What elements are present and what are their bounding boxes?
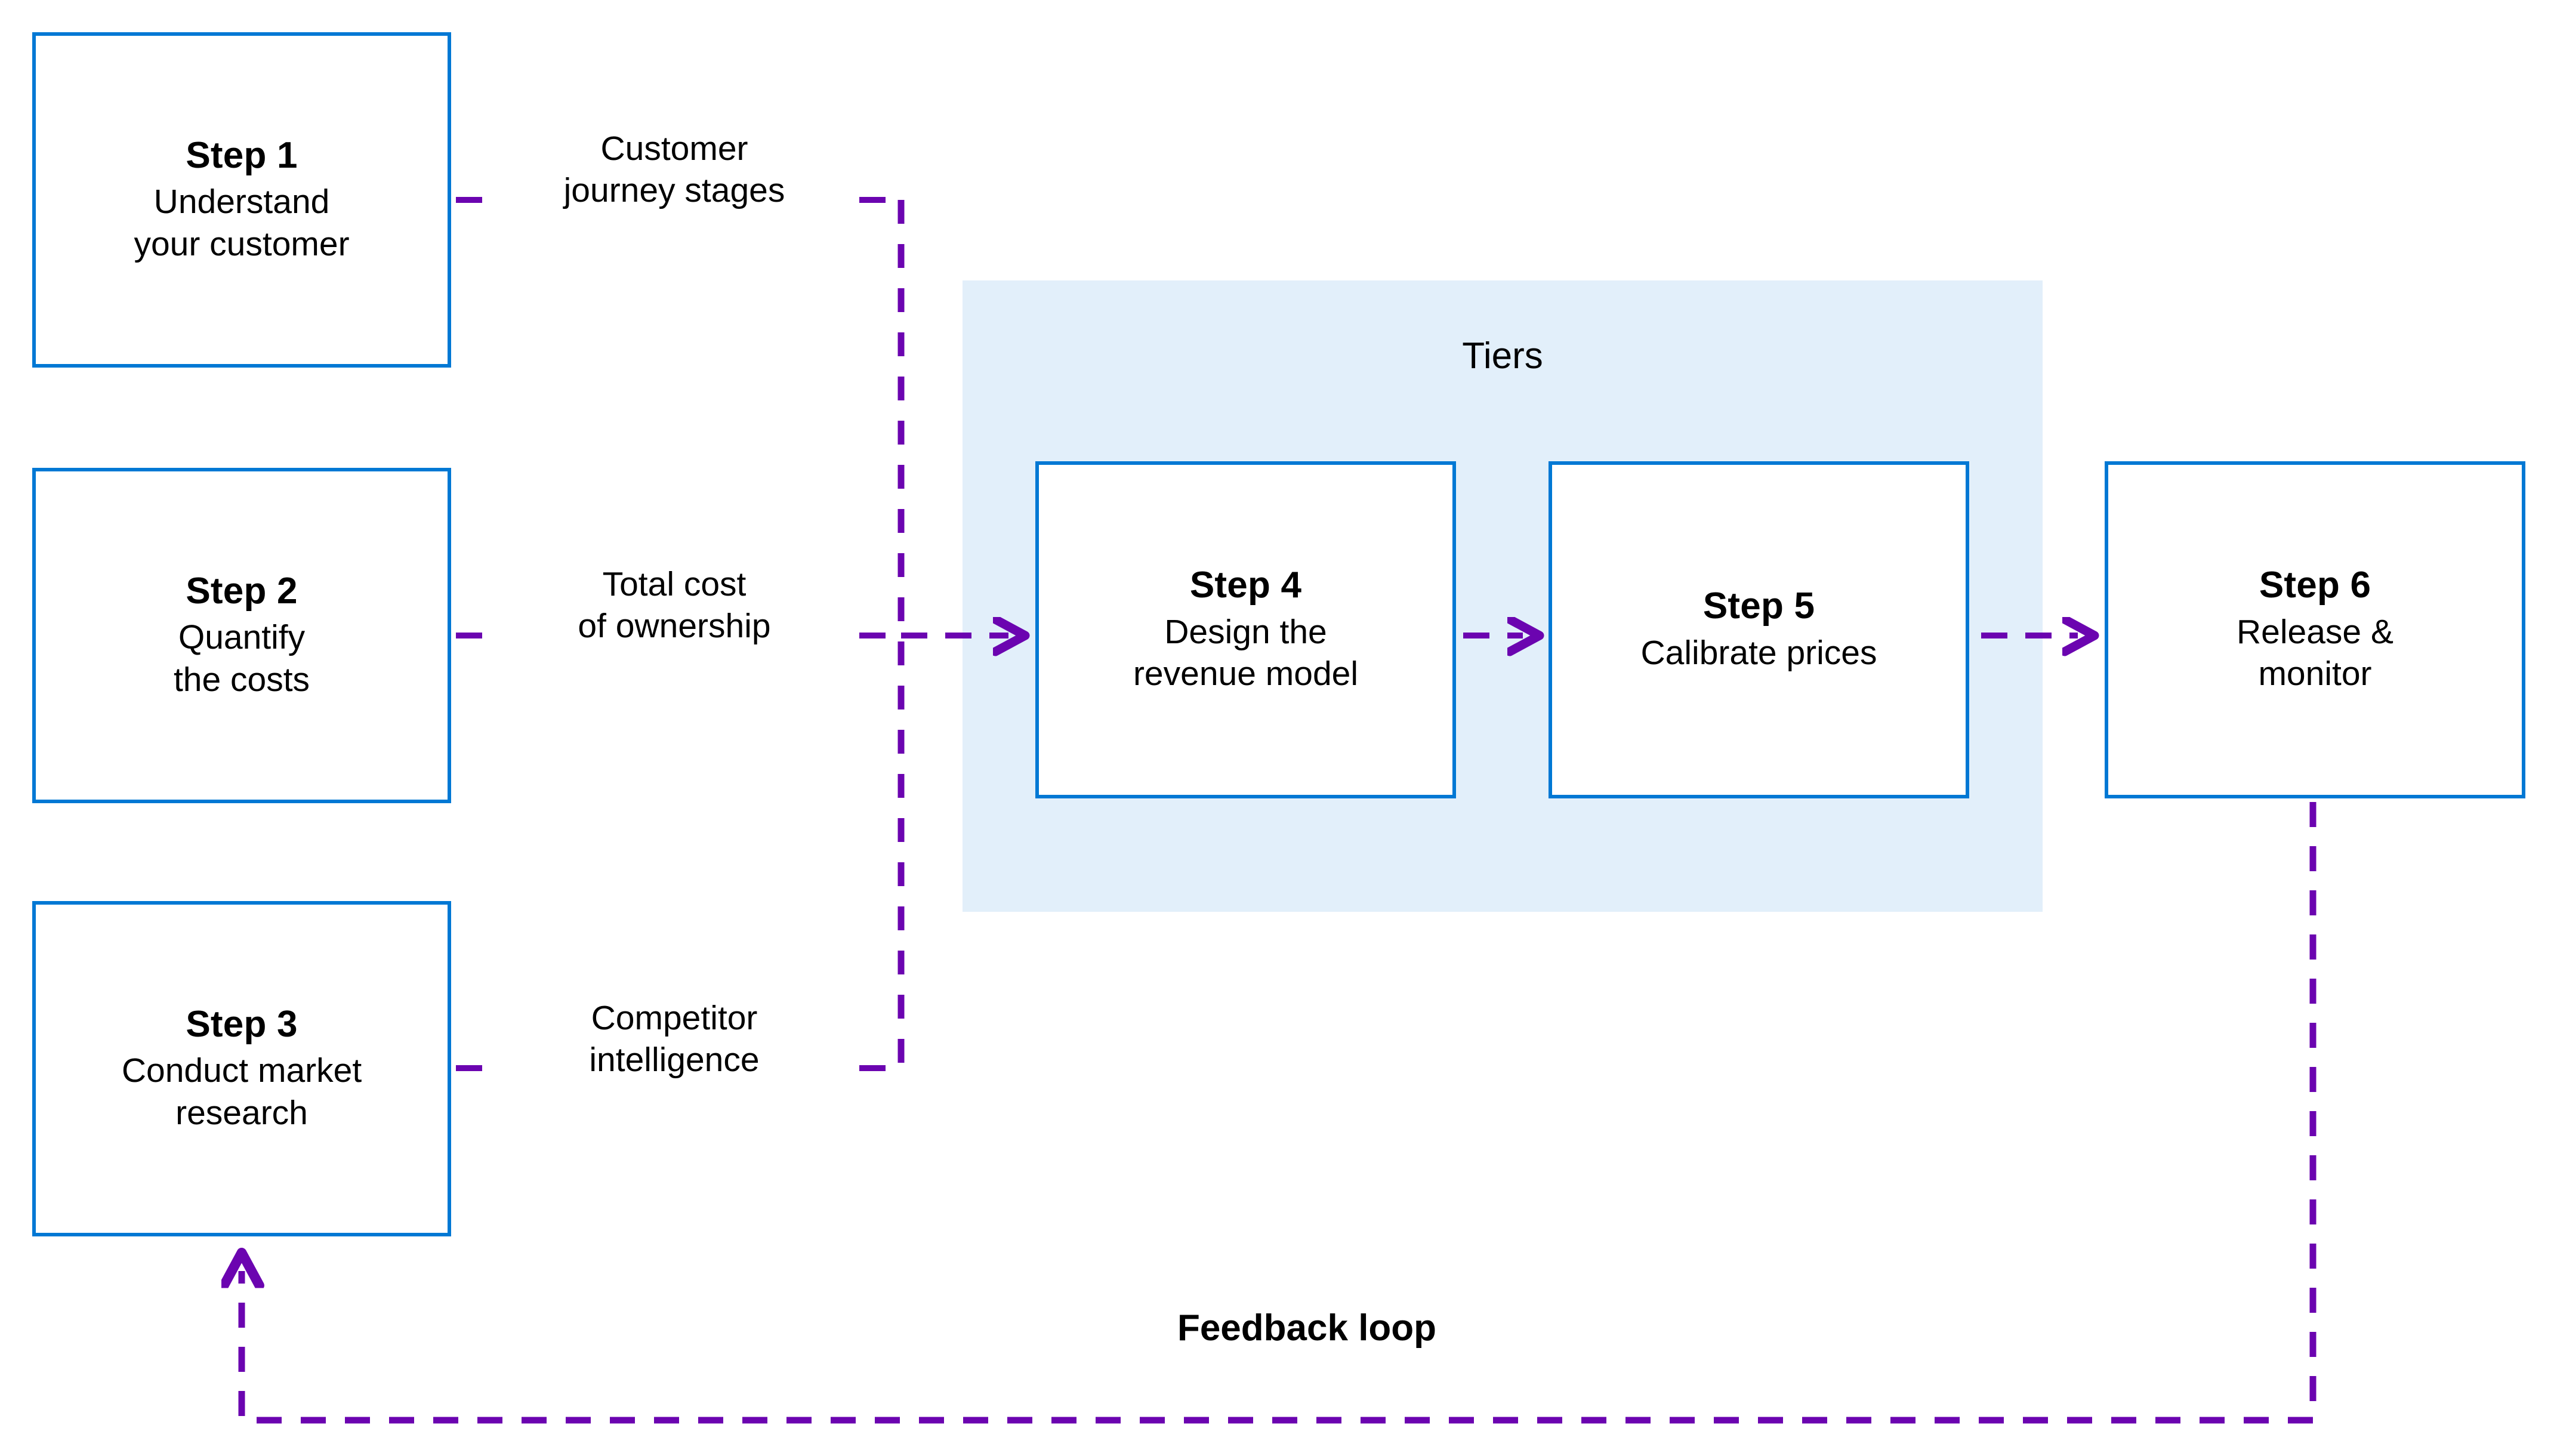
tiers-group-label: Tiers: [1462, 335, 1543, 377]
step-box-step5[interactable]: Step 5 Calibrate prices: [1549, 461, 1969, 798]
step6-description: Release & monitor: [2237, 612, 2393, 693]
step2-description: Quantify the costs: [173, 618, 310, 699]
step-box-step4[interactable]: Step 4 Design the revenue model: [1035, 461, 1456, 798]
step-box-step1[interactable]: Step 1 Understand your customer: [32, 32, 451, 368]
connector-label-feedback-loop: Feedback loop: [1177, 1307, 1437, 1349]
step-box-step2[interactable]: Step 2 Quantify the costs: [32, 468, 451, 803]
connector-label-customer-journey: Customer journey stages: [563, 129, 785, 209]
connector-label-competitor-intelligence: Competitor intelligence: [589, 999, 760, 1079]
step3-description: Conduct market research: [121, 1051, 362, 1132]
step4-description: Design the revenue model: [1133, 612, 1359, 693]
step5-title: Step 5: [1702, 585, 1815, 627]
step-box-step6[interactable]: Step 6 Release & monitor: [2105, 461, 2525, 798]
step3-title: Step 3: [186, 1003, 298, 1045]
step2-title: Step 2: [186, 570, 298, 612]
step1-description: Understand your customer: [134, 183, 350, 263]
step-box-step3[interactable]: Step 3 Conduct market research: [32, 901, 451, 1236]
step5-description: Calibrate prices: [1640, 633, 1877, 672]
step4-title: Step 4: [1189, 564, 1302, 606]
step1-title: Step 1: [186, 134, 298, 176]
step6-title: Step 6: [2259, 564, 2371, 606]
connector-label-total-cost: Total cost of ownership: [578, 565, 771, 645]
